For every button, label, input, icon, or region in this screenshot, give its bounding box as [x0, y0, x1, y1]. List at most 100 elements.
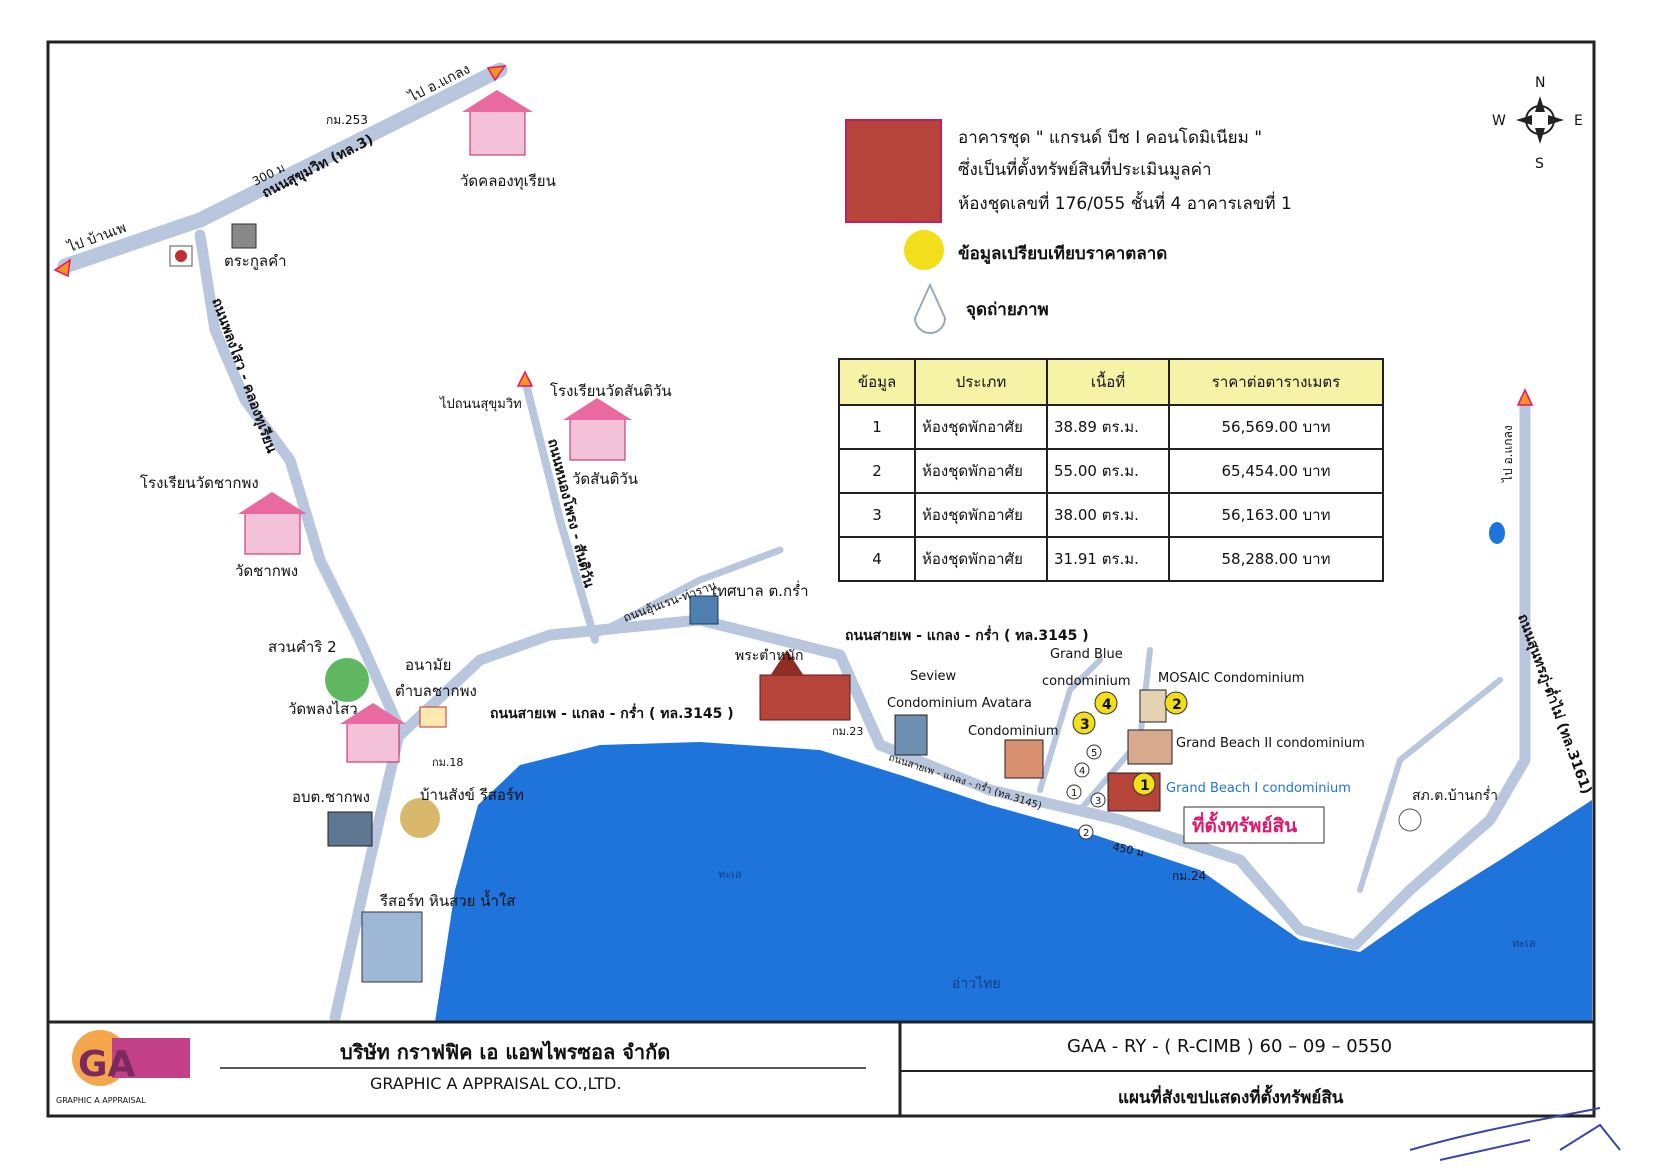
- cell-no: 4: [838, 536, 916, 582]
- label-anamai: อนามัย: [405, 656, 451, 674]
- health-center-icon: [419, 706, 447, 728]
- legend-subject-line-2: ซึ่งเป็นที่ตั้งทรัพย์สินที่ประเมินมูลค่า: [958, 160, 1212, 180]
- cell-no: 2: [838, 448, 916, 494]
- subject-location-box: [1183, 806, 1325, 844]
- arrow-to-klaeng: [486, 65, 507, 82]
- table-row: 1 ห้องชุดพักอาศัย 38.89 ตร.ม. 56,569.00 …: [838, 404, 1384, 450]
- photo-points: 1 2 3 4 5: [1066, 744, 1106, 840]
- marker-1: [1132, 772, 1156, 796]
- subject-location-label: ที่ตั้งทรัพย์สิน: [1192, 811, 1297, 837]
- marker-2: [1164, 691, 1188, 715]
- photo-point-label: 2: [1083, 828, 1089, 839]
- direction-arrows: [53, 65, 1534, 406]
- label-km18: กม.18: [432, 756, 463, 769]
- label-450m: 450 ม: [1111, 840, 1145, 859]
- marker-1-label: 1: [1140, 778, 1150, 794]
- header-area: เนื้อที่: [1046, 358, 1170, 406]
- house-icon: [400, 798, 440, 838]
- table-header-row: ข้อมูล ประเภท เนื้อที่ ราคาต่อตารางเมตร: [838, 358, 1384, 406]
- cell-no: 1: [838, 404, 916, 450]
- compass: N S E W: [1492, 75, 1583, 172]
- label-km253: กม.253: [326, 113, 368, 127]
- label-km24: กม.24: [1172, 869, 1206, 883]
- cell-area: 38.89 ตร.ม.: [1046, 404, 1170, 450]
- label-tra-kunkham: ตระกูลคำ: [224, 252, 287, 270]
- marker-4-label: 4: [1102, 697, 1112, 713]
- cell-type: ห้องชุดพักอาศัย: [914, 404, 1048, 450]
- label-to-sukhumvit: ไปถนนสุขุมวิท: [439, 396, 522, 412]
- table-row: 2 ห้องชุดพักอาศัย 55.00 ตร.ม. 65,454.00 …: [838, 448, 1384, 494]
- label-grand-beach-i: Grand Beach I condominium: [1166, 781, 1351, 796]
- label-ban-sang-risot: บ้านสังข์ รีสอร์ท: [420, 786, 524, 804]
- road-un-tharan: [591, 546, 784, 639]
- cell-type: ห้องชุดพักอาศัย: [914, 536, 1048, 582]
- label-grand-blue-2: condominium: [1042, 674, 1131, 689]
- temple-icon: [238, 492, 307, 555]
- reference-code: GAA - RY - ( R-CIMB ) 60 – 09 – 0550: [1067, 1036, 1393, 1057]
- temple-icon: [462, 90, 533, 156]
- label-municipality: เทศบาล ต.กร่ำ: [712, 580, 809, 600]
- legend-market-data: ข้อมูลเปรียบเทียบราคาตลาด: [958, 244, 1168, 264]
- park-icon: [325, 658, 369, 702]
- marker-2-label: 2: [1172, 697, 1182, 713]
- legend-building-image: [845, 119, 942, 223]
- arrow-to-ban-phe: [53, 258, 71, 278]
- cell-price: 58,288.00 บาท: [1168, 536, 1384, 582]
- cell-type: ห้องชุดพักอาศัย: [914, 448, 1048, 494]
- label-wat-san-tiwan: วัดสันติวัน: [572, 470, 638, 488]
- cell-price: 56,569.00 บาท: [1168, 404, 1384, 450]
- road-nong-phong: [521, 376, 599, 644]
- municipality-icon: [689, 595, 719, 625]
- company-name-th: บริษัท กราฟฟิค เอ แอพไพรซอล จำกัด: [340, 1040, 671, 1064]
- palace-icon: [759, 650, 851, 721]
- photo-point-label: 3: [1095, 796, 1101, 807]
- label-grand-blue: Grand Blue: [1050, 647, 1123, 662]
- compass-n: N: [1535, 75, 1545, 91]
- police-icon: [1398, 808, 1422, 832]
- signature: [1409, 1107, 1621, 1161]
- label-resort-hin-suay: รีสอร์ท หินสวย น้ำใส: [379, 890, 515, 910]
- grand-beach-ii-icon: [1127, 729, 1173, 765]
- label-seview: Seview: [910, 669, 957, 684]
- label-sea-3: ทะเล: [1512, 937, 1536, 950]
- logo-caption: GRAPHIC A APPRAISAL: [56, 1096, 146, 1105]
- photo-point-label: 5: [1091, 748, 1097, 759]
- header-price: ราคาต่อตารางเมตร: [1168, 358, 1384, 406]
- table-row: 3 ห้องชุดพักอาศัย 38.00 ตร.ม. 56,163.00 …: [838, 492, 1384, 538]
- label-police: สภ.ต.บ้านกร่ำ: [1412, 786, 1498, 804]
- market-data-markers: 1 2 3 4: [1072, 691, 1188, 796]
- label-school-wat-chak-phong: โรงเรียนวัดชากพง: [140, 474, 259, 492]
- label-km23: กม.23: [832, 725, 863, 738]
- temple-icon: [340, 703, 406, 763]
- label-mosaic: MOSAIC Condominium: [1158, 671, 1304, 686]
- cell-price: 65,454.00 บาท: [1168, 448, 1384, 494]
- company-logo: GA GRAPHIC A APPRAISAL: [56, 1030, 190, 1105]
- cell-no: 3: [838, 492, 916, 538]
- photo-point-label: 1: [1071, 788, 1077, 799]
- label-wat-phlong-sai: วัดพลงไสว: [288, 700, 358, 718]
- label-suan-kham-ri: สวนคำริ 2: [268, 638, 337, 656]
- obt-icon: [327, 811, 373, 847]
- cell-type: ห้องชุดพักอาศัย: [914, 492, 1048, 538]
- marker-4: [1094, 691, 1118, 715]
- pump-icon: [1489, 522, 1505, 544]
- label-to-klaeng-right: ไป อ.แกลง: [1501, 425, 1515, 483]
- header-data: ข้อมูล: [838, 358, 916, 406]
- label-condominium-avatara: Condominium Avatara: [887, 696, 1032, 711]
- resort-hin-suay-icon: [361, 911, 423, 983]
- sea-area: [435, 742, 1592, 1022]
- tra-kunkham-icon: [231, 223, 257, 249]
- table-row: 4 ห้องชุดพักอาศัย 31.91 ตร.ม. 58,288.00 …: [838, 536, 1384, 582]
- label-condominium: Condominium: [968, 724, 1059, 739]
- cell-area: 31.91 ตร.ม.: [1046, 536, 1170, 582]
- logo-text: GA: [78, 1044, 136, 1085]
- avatara-icon: [1004, 739, 1044, 779]
- cell-area: 55.00 ตร.ม.: [1046, 448, 1170, 494]
- arrow-to-sukhumvit: [516, 370, 534, 387]
- road-network: [57, 62, 1531, 1024]
- label-obt-chak-phong: อบต.ชากพง: [292, 788, 370, 806]
- mosaic-icon: [1139, 689, 1167, 723]
- label-sea-2: อ่าวไทย: [952, 975, 1001, 992]
- label-grand-beach-ii: Grand Beach II condominium: [1176, 736, 1365, 751]
